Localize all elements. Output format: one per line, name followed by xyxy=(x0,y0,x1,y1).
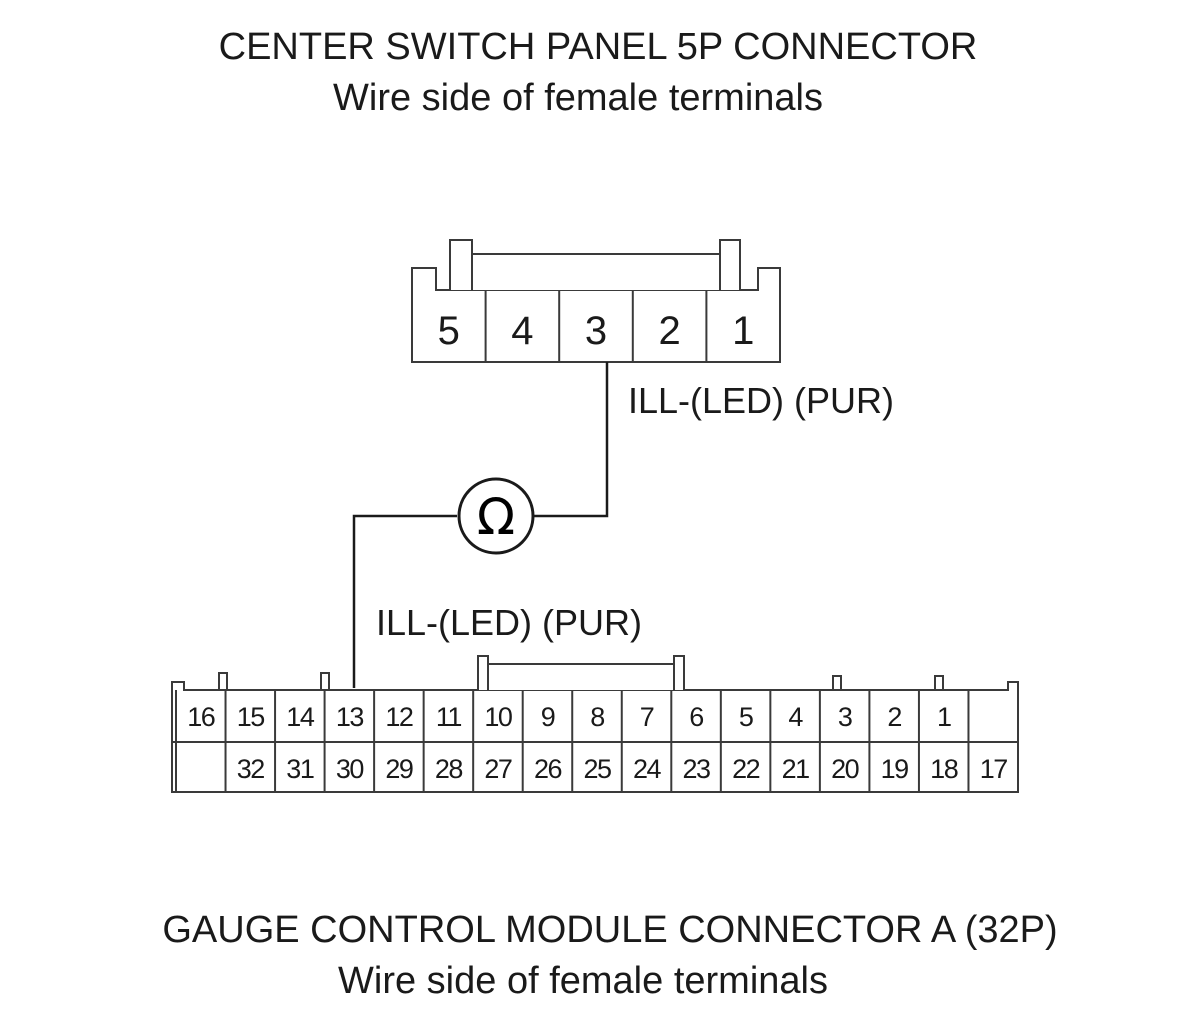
bottom-pin-17: 17 xyxy=(980,754,1008,784)
ohm-symbol: Ω xyxy=(477,488,515,546)
bottom-pin-3: 3 xyxy=(838,702,852,732)
bottom-pin-6: 6 xyxy=(689,702,703,732)
bottom-pin-29: 29 xyxy=(385,754,413,784)
top-pin-2: 2 xyxy=(658,309,680,353)
bottom-pin-27: 27 xyxy=(484,754,512,784)
bottom-pin-14: 14 xyxy=(286,702,315,732)
top-pin-1: 1 xyxy=(732,309,754,353)
bottom-pin-22: 22 xyxy=(732,754,760,784)
bottom-pin-9: 9 xyxy=(541,702,555,732)
wire-label-bottom: ILL-(LED) (PUR) xyxy=(376,602,642,643)
bottom-pin-25: 25 xyxy=(583,754,611,784)
wire-top xyxy=(534,362,609,518)
ohmmeter-icon: Ω xyxy=(457,477,535,555)
bottom-connector-title: GAUGE CONTROL MODULE CONNECTOR A (32P) xyxy=(162,909,1057,951)
measurement-wires: Ω xyxy=(352,362,609,688)
bottom-pin-1: 1 xyxy=(937,702,951,732)
bottom-pin-11: 11 xyxy=(436,702,462,732)
bottom-pin-26: 26 xyxy=(534,754,562,784)
bottom-pin-12: 12 xyxy=(385,702,413,732)
bottom-pin-30: 30 xyxy=(336,754,364,784)
bottom-pin-8: 8 xyxy=(590,702,604,732)
bottom-pin-16: 16 xyxy=(187,702,215,732)
bottom-pin-28: 28 xyxy=(435,754,463,784)
bottom-pin-13: 13 xyxy=(336,702,364,732)
bottom-pin-31: 31 xyxy=(286,754,314,784)
top-pin-5: 5 xyxy=(438,309,460,353)
bottom-pin-18: 18 xyxy=(930,754,958,784)
bottom-pin-19: 19 xyxy=(881,754,909,784)
top-connector: 5 4 3 2 1 xyxy=(411,239,781,363)
bottom-pin-2: 2 xyxy=(887,702,901,732)
top-pin-3: 3 xyxy=(585,309,607,353)
top-pin-4: 4 xyxy=(511,309,533,353)
bottom-pin-15: 15 xyxy=(237,702,265,732)
bottom-pin-23: 23 xyxy=(683,754,711,784)
bottom-pin-32: 32 xyxy=(237,754,265,784)
wire-label-top: ILL-(LED) (PUR) xyxy=(628,380,894,421)
bottom-pin-10: 10 xyxy=(484,702,512,732)
top-connector-subtitle: Wire side of female terminals xyxy=(333,77,823,119)
top-connector-title: CENTER SWITCH PANEL 5P CONNECTOR xyxy=(219,26,978,68)
bottom-connector-subtitle: Wire side of female terminals xyxy=(338,960,828,1002)
bottom-pin-7: 7 xyxy=(640,702,654,732)
bottom-pin-5: 5 xyxy=(739,702,753,732)
bottom-pin-4: 4 xyxy=(788,702,803,732)
bottom-pin-24: 24 xyxy=(633,754,662,784)
bottom-pin-21: 21 xyxy=(782,754,810,784)
wire-bottom xyxy=(352,514,457,688)
bottom-pin-20: 20 xyxy=(831,754,859,784)
